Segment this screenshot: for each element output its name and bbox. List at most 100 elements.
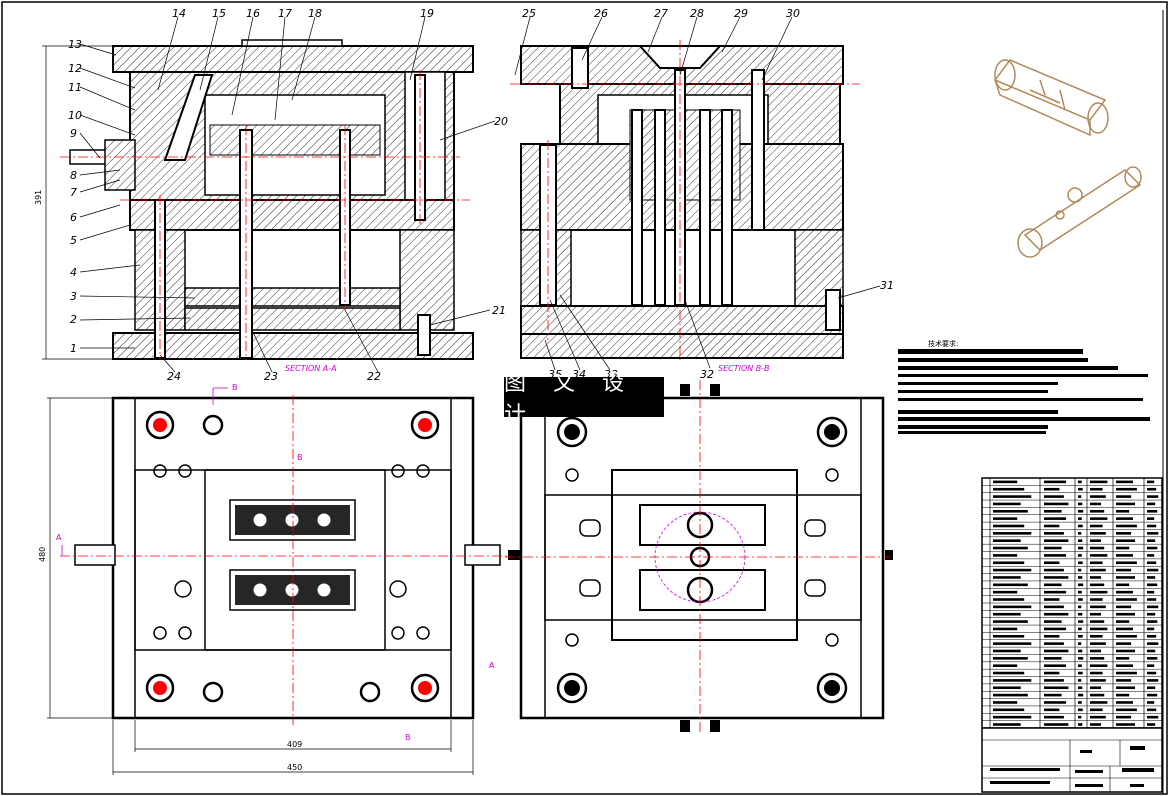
table-cell-mark: [1044, 524, 1060, 528]
table-cell-mark: [1078, 590, 1082, 594]
table-cell-mark: [1147, 664, 1155, 667]
table-cell-mark: [1090, 598, 1103, 601]
table-cell-mark: [1090, 502, 1101, 506]
table-cell-mark: [993, 568, 1032, 572]
table-cell-mark: [1090, 649, 1101, 653]
table-cell-mark: [1078, 634, 1083, 638]
table-cell-mark: [1147, 612, 1156, 616]
table-cell-mark: [993, 708, 1025, 712]
table-cell-mark: [1090, 723, 1101, 726]
table-cell-mark: [1116, 686, 1135, 690]
table-cell-mark: [1044, 634, 1060, 638]
table-cell-mark: [1090, 612, 1101, 616]
cut-marker-b-middle: B: [297, 453, 303, 462]
table-cell-mark: [993, 524, 1025, 528]
plan-view-fixed-half: [47, 387, 520, 775]
callout-14: 14: [172, 7, 186, 20]
plan-view-moving-half: [505, 380, 893, 735]
table-cell-mark: [1078, 715, 1082, 719]
table-cell-mark: [1078, 554, 1082, 557]
table-cell-mark: [1044, 671, 1060, 675]
table-cell-mark: [1044, 517, 1067, 520]
table-cell-mark: [1147, 539, 1156, 542]
table-cell-mark: [1078, 598, 1083, 601]
table-cell-mark: [993, 649, 1021, 653]
table-cell-mark: [1044, 495, 1064, 498]
table-cell-mark: [1147, 671, 1157, 675]
table-cell-mark: [1044, 576, 1069, 579]
table-cell-mark: [1044, 679, 1064, 682]
table-cell-mark: [1116, 517, 1133, 520]
table-cell-mark: [1044, 554, 1067, 557]
table-cell-mark: [1078, 561, 1083, 565]
callout-22: 22: [367, 370, 381, 383]
table-cell-mark: [1090, 590, 1108, 594]
table-cell-mark: [1090, 495, 1106, 498]
cut-marker-a-right: A: [489, 661, 495, 670]
table-cell-mark: [1078, 612, 1083, 616]
table-cell-mark: [993, 701, 1018, 704]
callout-21: 21: [492, 304, 506, 317]
table-cell-mark: [1147, 532, 1159, 535]
callout-11: 11: [68, 81, 82, 94]
table-cell-mark: [1078, 509, 1084, 513]
table-cell-mark: [1044, 693, 1062, 697]
table-cell-mark: [1090, 708, 1103, 712]
callout-2: 2: [70, 313, 77, 326]
table-cell-mark: [1147, 590, 1155, 594]
table-cell-mark: [1116, 509, 1130, 513]
cut-marker-b-bottom: B: [405, 733, 411, 742]
callout-28: 28: [690, 7, 704, 20]
table-cell-mark: [1090, 686, 1101, 690]
table-cell-mark: [1078, 568, 1082, 572]
table-cell-mark: [993, 634, 1025, 638]
callout-30: 30: [786, 7, 800, 20]
table-cell-mark: [993, 554, 1018, 557]
callout-26: 26: [594, 7, 608, 20]
table-cell-mark: [1116, 487, 1137, 491]
table-cell-mark: [1090, 701, 1108, 704]
table-cell-mark: [1044, 664, 1067, 667]
table-cell-mark: [993, 561, 1025, 565]
part-render-top: [993, 59, 1109, 137]
table-cell-mark: [993, 532, 1032, 535]
table-cell-mark: [1044, 583, 1062, 587]
callout-4: 4: [70, 266, 77, 279]
table-cell-mark: [993, 517, 1018, 520]
table-cell-mark: [1116, 605, 1132, 609]
table-cell-mark: [1147, 634, 1157, 638]
table-cell-mark: [993, 502, 1021, 506]
table-cell-mark: [993, 627, 1018, 631]
table-cell-mark: [1116, 657, 1130, 660]
table-cell-mark: [1116, 568, 1132, 572]
callout-20: 20: [494, 115, 508, 128]
table-cell-mark: [1044, 723, 1069, 726]
table-cell-mark: [1078, 480, 1082, 484]
table-cell-mark: [1090, 546, 1105, 550]
callout-24: 24: [167, 370, 181, 383]
table-cell-mark: [1078, 686, 1083, 690]
table-cell-mark: [1116, 546, 1130, 550]
table-cell-mark: [1090, 642, 1106, 645]
tech-requirements-title: 技术要求:: [928, 340, 959, 348]
cut-marker-a-left: A: [56, 533, 62, 542]
table-cell-mark: [993, 679, 1032, 682]
table-cell-mark: [1044, 480, 1067, 484]
table-cell-mark: [1090, 634, 1103, 638]
table-cell-mark: [993, 495, 1032, 498]
table-cell-mark: [1147, 583, 1158, 587]
table-cell-mark: [1044, 568, 1064, 572]
table-cell-mark: [1078, 671, 1083, 675]
title-block: [981, 727, 1163, 793]
table-cell-mark: [993, 487, 1025, 491]
table-cell-mark: [1044, 620, 1062, 623]
table-cell-mark: [993, 664, 1018, 667]
table-cell-mark: [1116, 480, 1133, 484]
table-cell-mark: [1147, 568, 1159, 572]
table-cell-mark: [1147, 524, 1157, 528]
table-cell-mark: [1044, 605, 1064, 609]
table-cell-mark: [1116, 502, 1135, 506]
table-cell-mark: [1078, 539, 1083, 542]
table-cell-mark: [1116, 708, 1137, 712]
table-cell-mark: [1147, 605, 1159, 609]
